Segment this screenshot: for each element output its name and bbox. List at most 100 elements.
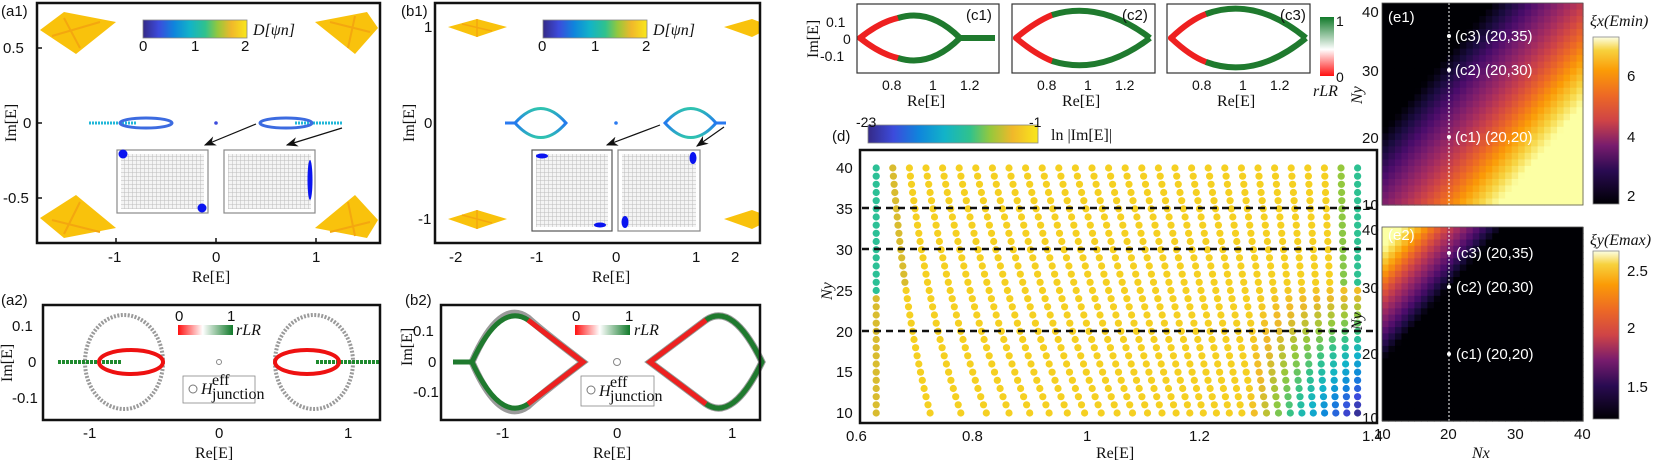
- eigenvalue-point: [1063, 409, 1071, 417]
- eigenvalue-point: [1308, 229, 1316, 237]
- svg-text:-0.1: -0.1: [12, 390, 38, 407]
- eigenvalue-point: [872, 180, 880, 188]
- eigenvalue-point: [954, 237, 962, 246]
- eigenvalue-scatter: [872, 164, 1362, 417]
- eigenvalue-point: [1153, 229, 1161, 237]
- eigenvalue-point: [939, 254, 947, 262]
- eigenvalue-point: [1009, 180, 1017, 188]
- svg-text:0: 0: [215, 425, 223, 442]
- eigenvalue-point: [1321, 188, 1330, 197]
- eigenvalue-point: [1169, 401, 1178, 409]
- arrow: [203, 123, 257, 146]
- eigenvalue-point: [1208, 393, 1216, 401]
- svg-text:0.8: 0.8: [1192, 77, 1212, 93]
- panel-label: (e1): [1388, 9, 1415, 26]
- eigenvalue-point: [1129, 197, 1137, 205]
- eigenvalue-point: [1174, 180, 1182, 188]
- eigenvalue-point: [972, 237, 980, 246]
- eigenvalue-point: [1074, 237, 1082, 246]
- eigenvalue-point: [954, 319, 963, 327]
- svg-text:1: 1: [692, 249, 700, 266]
- eigenvalue-point: [1118, 278, 1126, 286]
- eigenvalue-point: [872, 164, 880, 172]
- eigenvalue-point: [1221, 393, 1229, 401]
- eigenvalue-point: [1161, 197, 1170, 205]
- eigenvalue-point: [1154, 164, 1162, 172]
- eigenvalue-point: [1196, 344, 1204, 352]
- svg-text:1: 1: [424, 19, 432, 36]
- eigenvalue-point: [999, 393, 1007, 401]
- eigenvalue-point: [1324, 254, 1333, 262]
- eigenvalue-point: [1125, 303, 1133, 311]
- eigenvalue-point: [1116, 270, 1124, 278]
- eigenvalue-point: [943, 188, 951, 197]
- band-seams: [51, 15, 371, 237]
- eigenvalue-point: [1019, 335, 1027, 344]
- eigenvalue-point: [1132, 327, 1140, 335]
- eigenvalue-point: [1297, 401, 1305, 409]
- eigenvalue-point: [1253, 270, 1261, 278]
- eigenvalue-point: [1237, 164, 1245, 172]
- eigenvalue-point: [1059, 180, 1067, 188]
- eigenvalue-point: [1269, 376, 1277, 384]
- panel-e2: (c3) (20,35) (c2) (20,30) (c1) (20,20) (…: [1349, 222, 1651, 462]
- svg-text:2: 2: [241, 38, 249, 55]
- eigenvalue-point: [1255, 286, 1264, 295]
- eigenvalue-point: [974, 172, 982, 180]
- svg-text:1: 1: [591, 38, 599, 55]
- eigenvalue-point: [1222, 262, 1230, 270]
- lens-right: [645, 313, 765, 411]
- eigenvalue-point: [1158, 311, 1166, 319]
- eigenvalue-point: [1274, 319, 1282, 327]
- eigenvalue-point: [962, 270, 970, 278]
- eigenvalue-point: [979, 197, 988, 205]
- svg-text:0.8: 0.8: [962, 428, 983, 445]
- eigenvalue-point: [904, 303, 913, 311]
- lens: [897, 12, 963, 64]
- eigenvalue-point: [1021, 286, 1029, 295]
- eigenvalue-point: [1229, 368, 1237, 376]
- eigenvalue-point: [1044, 188, 1053, 197]
- eigenvalue-point: [905, 164, 914, 172]
- svg-text:0: 0: [843, 31, 851, 47]
- eigenvalue-point: [1354, 368, 1362, 376]
- panel-label: (b1): [401, 3, 428, 20]
- eigenvalue-point: [1304, 352, 1312, 360]
- eigenvalue-point: [1074, 393, 1082, 401]
- eigenvalue-point: [1272, 393, 1280, 401]
- eigenvalue-point: [1337, 180, 1345, 188]
- eigenvalue-point: [1277, 221, 1285, 229]
- eigenvalue-point: [901, 278, 909, 286]
- eigenvalue-point: [1202, 368, 1210, 376]
- eigenvalue-point: [1176, 188, 1184, 197]
- eigenvalue-point: [1067, 270, 1075, 278]
- eigenvalue-point: [1132, 270, 1140, 278]
- eigenvalue-point: [1271, 384, 1279, 393]
- eigenvalue-point: [1077, 352, 1085, 360]
- eigenvalue-point: [1105, 229, 1113, 237]
- eigenvalue-point: [1238, 409, 1246, 417]
- eigenvalue-point: [1169, 295, 1177, 303]
- eigenvalue-point: [872, 270, 880, 278]
- eigenvalue-point: [1039, 344, 1048, 352]
- eigenvalue-point: [1093, 352, 1101, 360]
- eigenvalue-point: [1111, 188, 1119, 197]
- eigenvalue-point: [945, 368, 953, 376]
- eigenvalue-point: [1190, 319, 1198, 327]
- eigenvalue-point: [1262, 327, 1270, 335]
- eigenvalue-point: [1326, 295, 1334, 303]
- eigenvalue-point: [1012, 254, 1020, 262]
- svg-text:30: 30: [836, 242, 853, 259]
- eigenvalue-point: [992, 311, 1000, 319]
- panel-a2: (a2) 0 1 rLR H eff junction -1 0 1 0.1 0…: [0, 292, 382, 462]
- eigenvalue-point: [923, 278, 932, 286]
- eigenvalue-point: [1011, 188, 1019, 197]
- eigenvalue-point: [1260, 213, 1268, 221]
- red-loop-left: [97, 348, 165, 376]
- eigenvalue-point: [1162, 376, 1170, 384]
- lens-left: [469, 313, 588, 411]
- eigenvalue-point: [1183, 401, 1191, 409]
- eigenvalue-point: [941, 262, 949, 270]
- inset-corner-mode-2: [617, 149, 701, 232]
